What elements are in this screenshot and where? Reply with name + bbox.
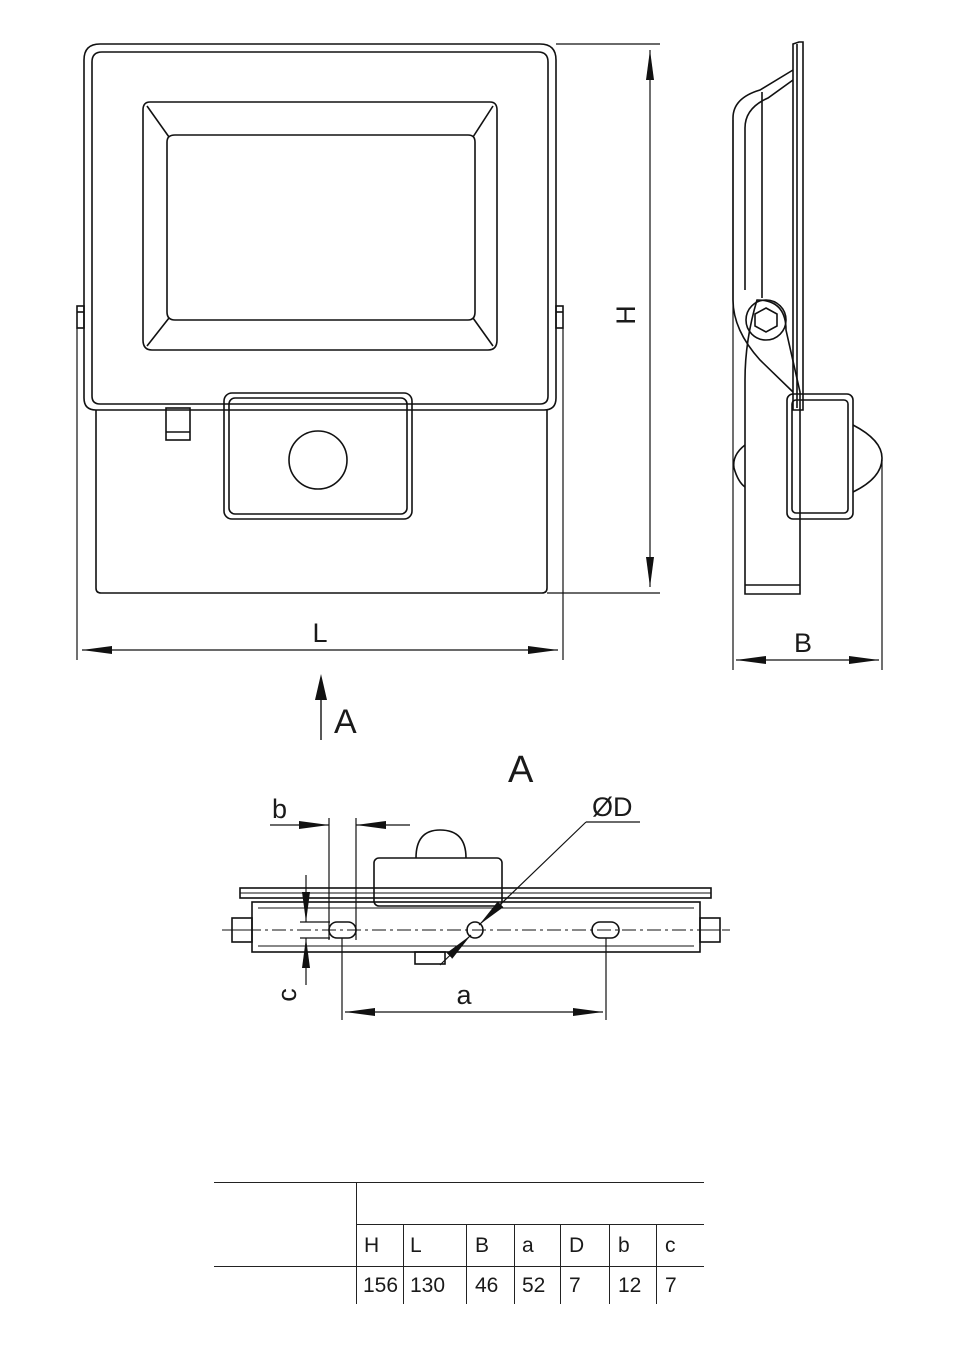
dim-b [732, 120, 883, 670]
table-value-c: 7 [665, 1274, 677, 1297]
dim-c [300, 875, 330, 985]
front-housing-outline [83, 43, 557, 411]
table-value-l: 130 [410, 1274, 446, 1297]
view-a-sensor [373, 857, 503, 907]
table-value-b: 46 [475, 1274, 499, 1297]
table-col-line [466, 1224, 468, 1304]
front-sensor-lens [288, 430, 348, 490]
table-col-line [656, 1224, 658, 1304]
table-header-l: L [410, 1234, 422, 1257]
table-header-h: H [364, 1234, 380, 1257]
dim-b-small [270, 818, 410, 940]
view-arrow-label: A [334, 703, 357, 741]
table-header-c: c [665, 1234, 676, 1257]
front-bracket [95, 410, 548, 594]
dim-diameter-label: ØD [592, 792, 633, 822]
table-value-h: 156 [363, 1274, 399, 1297]
dim-h-label: H [611, 305, 641, 325]
front-bezel [142, 101, 498, 351]
table-value-b-small: 12 [618, 1274, 642, 1297]
dim-b-small-label: b [272, 794, 287, 824]
table-line-top [214, 1182, 704, 1184]
view-a-title: A [508, 749, 534, 791]
table-line-row [214, 1266, 704, 1268]
table-value-a: 52 [522, 1274, 546, 1297]
front-lens [166, 134, 476, 321]
table-col-line [560, 1224, 562, 1304]
table-col-line [514, 1224, 516, 1304]
spec-table: H L B a D b c 156 130 46 52 7 12 7 [214, 1182, 704, 1306]
table-line-stub [356, 1182, 358, 1304]
view-direction-arrow [315, 674, 327, 740]
table-header-a: a [522, 1234, 534, 1257]
front-view [76, 43, 564, 594]
table-col-line [609, 1224, 611, 1304]
table-header-d: D [569, 1234, 585, 1257]
table-header-b-small: b [618, 1234, 630, 1257]
view-a-bracket-bar [251, 901, 701, 953]
side-housing [732, 69, 794, 393]
table-header-b: B [475, 1234, 490, 1257]
front-sensor-module [223, 392, 413, 520]
side-bracket [744, 299, 801, 595]
dim-b-label: B [794, 628, 812, 658]
dim-a-label: a [456, 980, 472, 1010]
table-value-d: 7 [569, 1274, 581, 1297]
dim-h [547, 43, 660, 594]
table-line-mid [356, 1224, 704, 1226]
view-a [231, 829, 721, 965]
dim-l [76, 328, 564, 660]
dim-l-label: L [312, 618, 327, 648]
side-pivot [745, 299, 787, 341]
dim-c-label: c [272, 988, 302, 1002]
dim-a [341, 938, 607, 1020]
table-col-line [403, 1224, 405, 1304]
side-view [732, 41, 883, 595]
dim-diameter [439, 821, 640, 966]
side-sensor-module [786, 393, 854, 520]
